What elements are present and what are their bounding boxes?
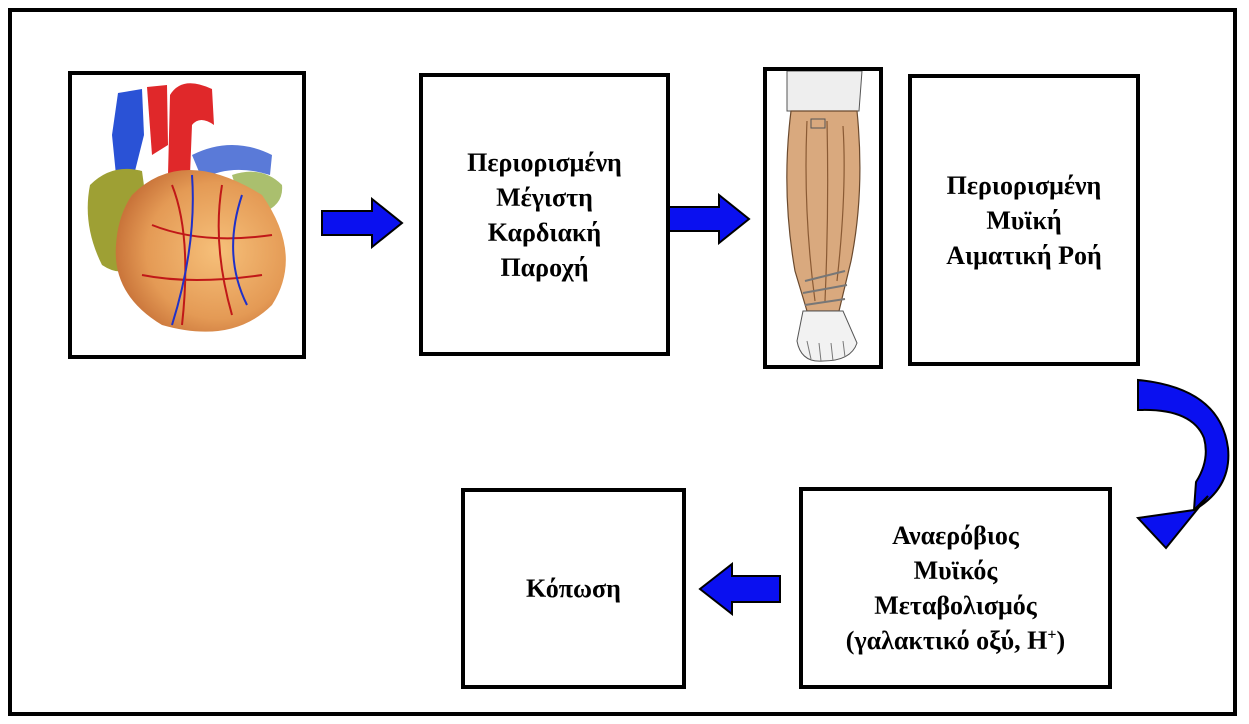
box-line: Περιορισμένη [946, 168, 1101, 203]
arrow-left-icon [698, 562, 782, 616]
box-line: (γαλακτικό οξύ, Η [846, 626, 1048, 655]
leg-image [763, 67, 883, 369]
anaerobic-metabolism-box: Αναερόβιος Μυϊκός Μεταβολισμός (γαλακτικ… [799, 487, 1112, 689]
closing-paren: ) [1057, 626, 1066, 655]
box-line: Μυϊκή [946, 203, 1101, 238]
superscript-plus: + [1047, 626, 1056, 643]
box-line: Περιορισμένη [467, 145, 622, 180]
box-line: Μέγιστη [467, 180, 622, 215]
box-line: Αναερόβιος [846, 518, 1065, 553]
cardiac-output-box: Περιορισμένη Μέγιστη Καρδιακή Παροχή [419, 73, 670, 356]
leg-icon [767, 71, 879, 365]
fatigue-box: Κόπωση [461, 488, 686, 689]
box-line: Κόπωση [526, 571, 621, 606]
muscle-blood-flow-box: Περιορισμένη Μυϊκή Αιματική Ροή [908, 74, 1140, 366]
arrow-right-icon [667, 193, 751, 245]
box-line: Αιματική Ροή [946, 238, 1101, 273]
arrow-right-icon [320, 197, 404, 249]
box-line: Καρδιακή [467, 215, 622, 250]
box-line-with-superscript: (γαλακτικό οξύ, Η+) [846, 623, 1065, 658]
curved-arrow-icon [1130, 378, 1235, 553]
box-line: Μεταβολισμός [846, 588, 1065, 623]
heart-icon [72, 75, 302, 355]
box-line: Παροχή [467, 250, 622, 285]
heart-image [68, 71, 306, 359]
box-line: Μυϊκός [846, 553, 1065, 588]
